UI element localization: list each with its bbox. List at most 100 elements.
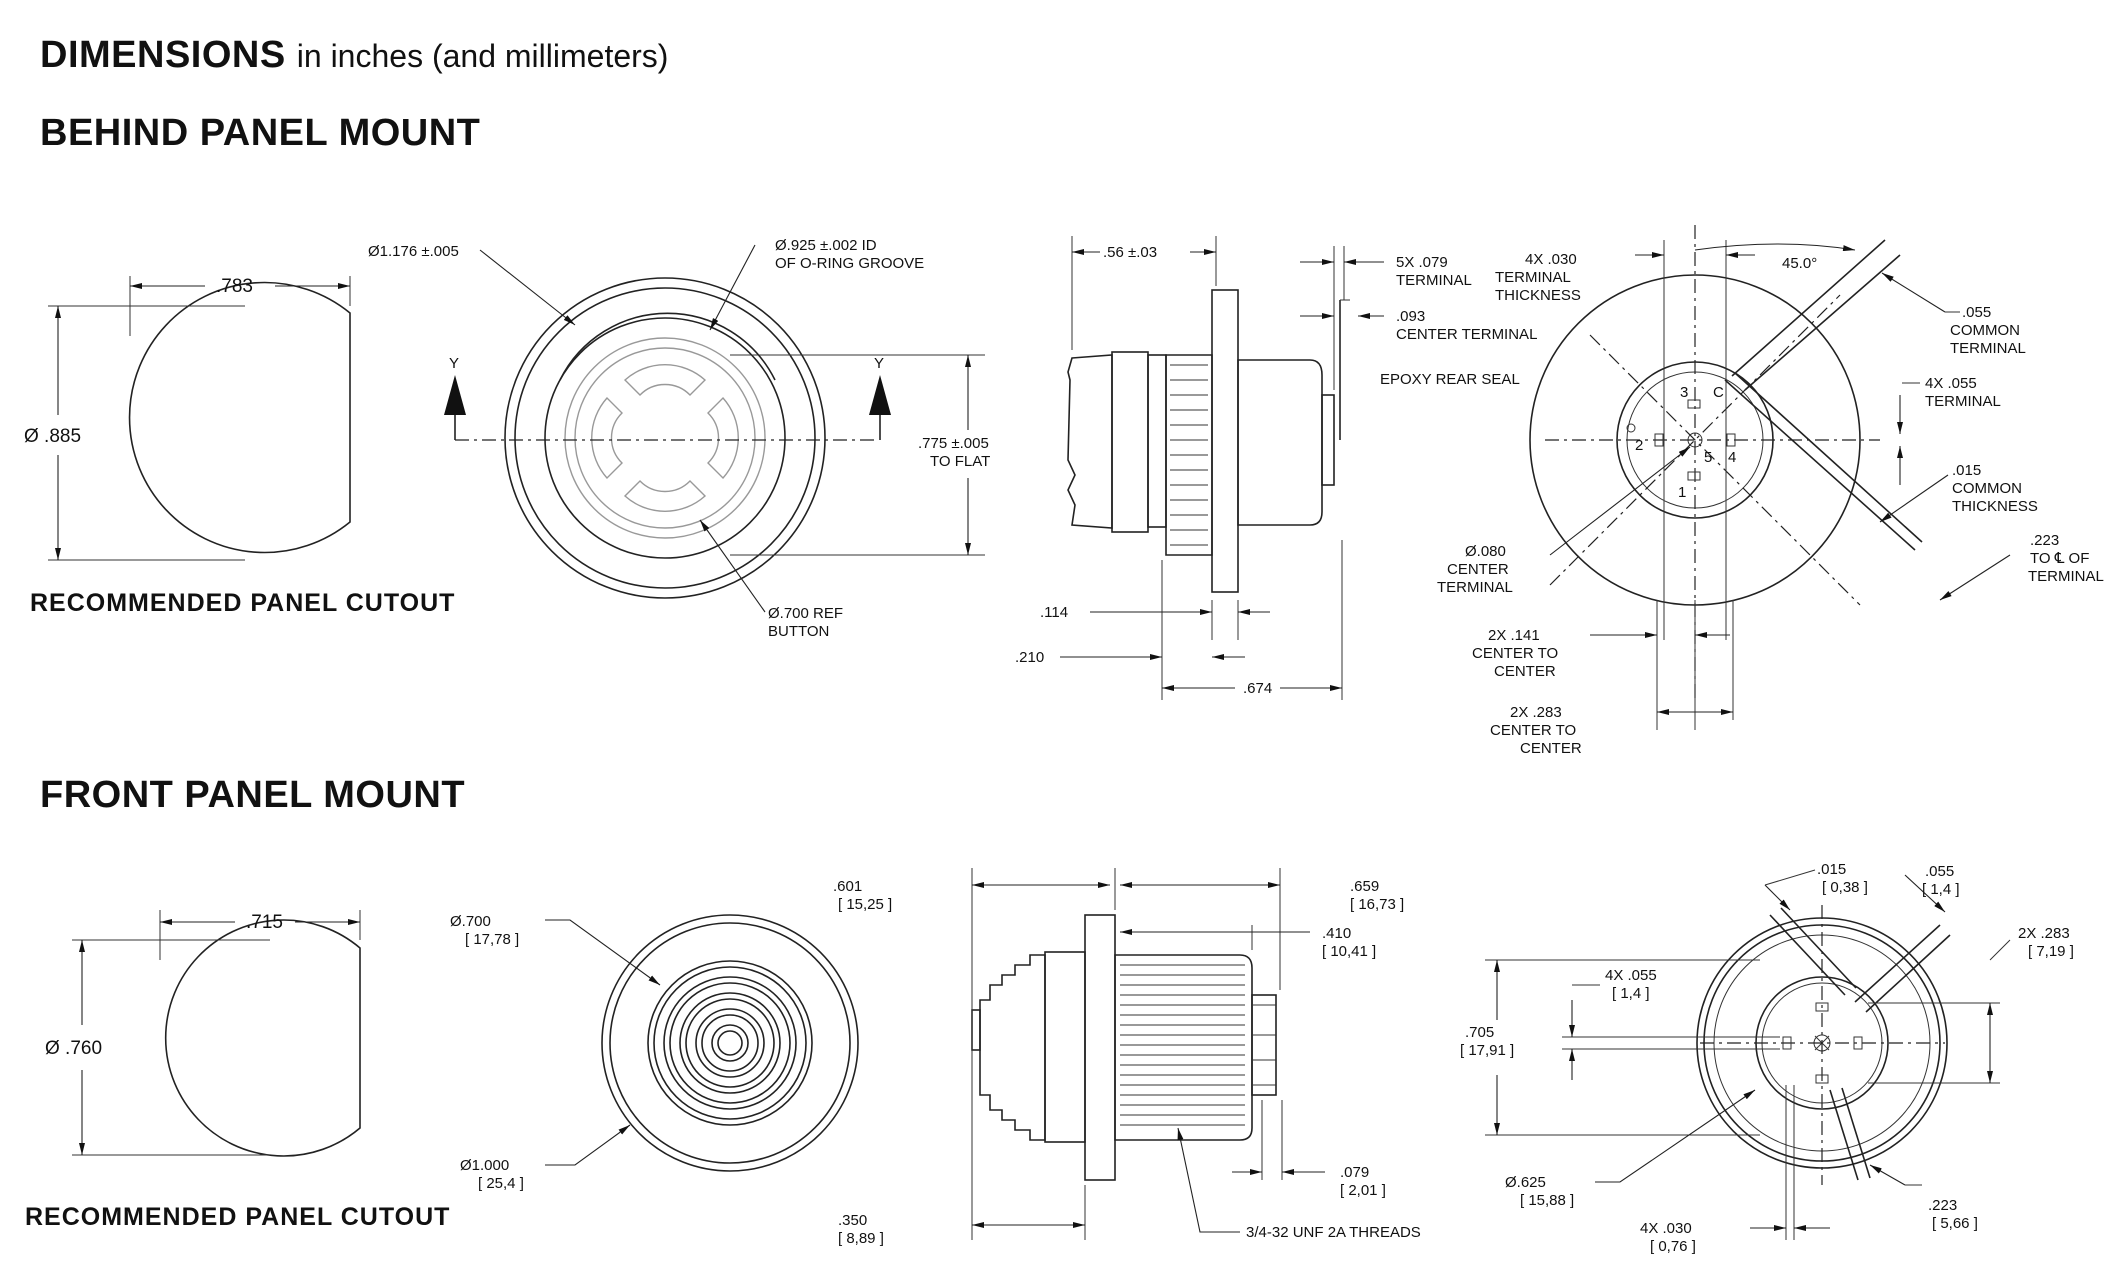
angle-label: 45.0° (1782, 255, 1817, 272)
d659-line2: [ 16,73 ] (1350, 896, 1404, 913)
d410-line1: .410 (1322, 925, 1351, 942)
d079-line2: [ 2,01 ] (1340, 1182, 1386, 1199)
d601-line1: .601 (833, 878, 862, 895)
common-term-line1: .055 (1962, 304, 1991, 321)
behind-cutout-view: .783 Ø .885 (24, 276, 351, 561)
d350-line1: .350 (838, 1212, 867, 1229)
behind-cutout-width: .783 (216, 276, 253, 297)
d410-line2: [ 10,41 ] (1322, 943, 1376, 960)
term-thick-line1: 4X .030 (1525, 251, 1577, 268)
depth-056-label: .56 ±.03 (1103, 244, 1157, 261)
section-label-left: Y (449, 355, 459, 372)
pin-label-5: 5 (1704, 449, 1712, 466)
common-thick-line2: COMMON (1952, 480, 2022, 497)
outer-dia-label: Ø1.176 ±.005 (368, 243, 459, 260)
center-dia-line3: TERMINAL (1437, 579, 1513, 596)
units-note: in inches (and millimeters) (296, 38, 669, 74)
d601-line2: [ 15,25 ] (838, 896, 892, 913)
flat-dim-line2: TO FLAT (930, 453, 990, 470)
oring-label-line1: Ø.925 ±.002 ID (775, 237, 877, 254)
oring-label-line2: OF O-RING GROOVE (775, 255, 924, 272)
behind-front-view: Y Y .775 ±.005 TO FLAT Ø1.176 ±.005 Ø.92… (368, 237, 990, 640)
d015-line2: [ 0,38 ] (1822, 879, 1868, 896)
pin-label-4: 4 (1728, 449, 1736, 466)
dia1000-line1: Ø1.000 (460, 1157, 509, 1174)
term-4x-line1: 4X .055 (1925, 375, 1977, 392)
dia700-line1: Ø.700 (450, 913, 491, 930)
button-label-line1: Ø.700 REF (768, 605, 843, 622)
d350-line2: [ 8,89 ] (838, 1230, 884, 1247)
terminal-5x-line2: TERMINAL (1396, 272, 1472, 289)
behind-side-view: .56 ±.03 5X .079 TERMINAL .093 CENTER TE… (1015, 236, 1537, 700)
dia625-line2: [ 15,88 ] (1520, 1192, 1574, 1209)
behind-cutout-outline (128, 281, 351, 554)
front-panel-heading: FRONT PANEL MOUNT (40, 774, 466, 816)
cutout-label-top: RECOMMENDED PANEL CUTOUT (30, 589, 456, 617)
dia625-line1: Ø.625 (1505, 1174, 1546, 1191)
d030-line1: 4X .030 (1640, 1220, 1692, 1237)
front-front-view: Ø.700 [ 17,78 ] Ø1.000 [ 25,4 ] (450, 913, 859, 1192)
common-thick-line3: THICKNESS (1952, 498, 2038, 515)
cc141-line3: CENTER (1494, 663, 1556, 680)
d705-line1: .705 (1465, 1024, 1494, 1041)
d079-line1: .079 (1340, 1164, 1369, 1181)
pin-label-3: 3 (1680, 384, 1688, 401)
front-side-view: .601 [ 15,25 ] .659 [ 16,73 ] .410 [ 10,… (833, 868, 1421, 1247)
threads-label: 3/4-32 UNF 2A THREADS (1246, 1224, 1421, 1241)
common-term-line2: COMMON (1950, 322, 2020, 339)
behind-cutout-dia: Ø .885 (24, 426, 81, 447)
d015-line1: .015 (1817, 861, 1846, 878)
epoxy-label: EPOXY REAR SEAL (1380, 371, 1520, 388)
d030-line2: [ 0,76 ] (1650, 1238, 1696, 1255)
term-thick-line2: TERMINAL (1495, 269, 1571, 286)
d223-line1: .223 (1928, 1197, 1957, 1214)
cc283-line1: 2X .283 (1510, 704, 1562, 721)
cl-line2: TO ℄ OF (2030, 550, 2089, 567)
front-cutout-view: .715 Ø .760 (45, 910, 361, 1157)
dim-210-label: .210 (1015, 649, 1044, 666)
front-cutout-width: .715 (246, 912, 283, 933)
d283-line1: 2X .283 (2018, 925, 2070, 942)
term-4x-line2: TERMINAL (1925, 393, 2001, 410)
behind-panel-heading: BEHIND PANEL MOUNT (40, 112, 481, 154)
center-dia-line2: CENTER (1447, 561, 1509, 578)
terminal-5x-line1: 5X .079 (1396, 254, 1448, 271)
common-term-line3: TERMINAL (1950, 340, 2026, 357)
front-cutout-dia: Ø .760 (45, 1038, 102, 1059)
front-cutout-outline (164, 919, 361, 1157)
d223-line2: [ 5,66 ] (1932, 1215, 1978, 1232)
cc141-line1: 2X .141 (1488, 627, 1540, 644)
dia1000-line2: [ 25,4 ] (478, 1175, 524, 1192)
cutout-label-bottom: RECOMMENDED PANEL CUTOUT (25, 1203, 451, 1231)
d283-line2: [ 7,19 ] (2028, 943, 2074, 960)
dimensions-title: DIMENSIONS (40, 34, 286, 76)
flat-dim-line1: .775 ±.005 (918, 435, 989, 452)
center-term-line1: .093 (1396, 308, 1425, 325)
pin-label-c: C (1713, 384, 1724, 401)
term-thick-line3: THICKNESS (1495, 287, 1581, 304)
d055-line1: .055 (1925, 863, 1954, 880)
center-term-line2: CENTER TERMINAL (1396, 326, 1537, 343)
dim-674-label: .674 (1243, 680, 1272, 697)
front-rear-view: .015 [ 0,38 ] .055 [ 1,4 ] 2X .283 [ 7,1… (1460, 861, 2074, 1255)
cc283-line2: CENTER TO (1490, 722, 1576, 739)
d055x4-line1: 4X .055 (1605, 967, 1657, 984)
d055x4-line2: [ 1,4 ] (1612, 985, 1650, 1002)
cl-line3: TERMINAL (2028, 568, 2104, 585)
d659-line1: .659 (1350, 878, 1379, 895)
cc283-line3: CENTER (1520, 740, 1582, 757)
behind-rear-view: 3 C 2 5 4 1 4X .030 TERMINAL THICKNESS 4… (1437, 225, 2104, 757)
dimensions-heading: DIMENSIONS in inches (and millimeters) (40, 34, 668, 77)
pin-label-2: 2 (1635, 437, 1643, 454)
d055-line2: [ 1,4 ] (1922, 881, 1960, 898)
section-label-right: Y (874, 355, 884, 372)
d705-line2: [ 17,91 ] (1460, 1042, 1514, 1059)
dim-114-label: .114 (1040, 604, 1068, 621)
common-thick-line1: .015 (1952, 462, 1981, 479)
pin-label-1: 1 (1678, 484, 1686, 501)
cl-line1: .223 (2030, 532, 2059, 549)
dia700-line2: [ 17,78 ] (465, 931, 519, 948)
center-dia-line1: Ø.080 (1465, 543, 1506, 560)
button-label-line2: BUTTON (768, 623, 829, 640)
